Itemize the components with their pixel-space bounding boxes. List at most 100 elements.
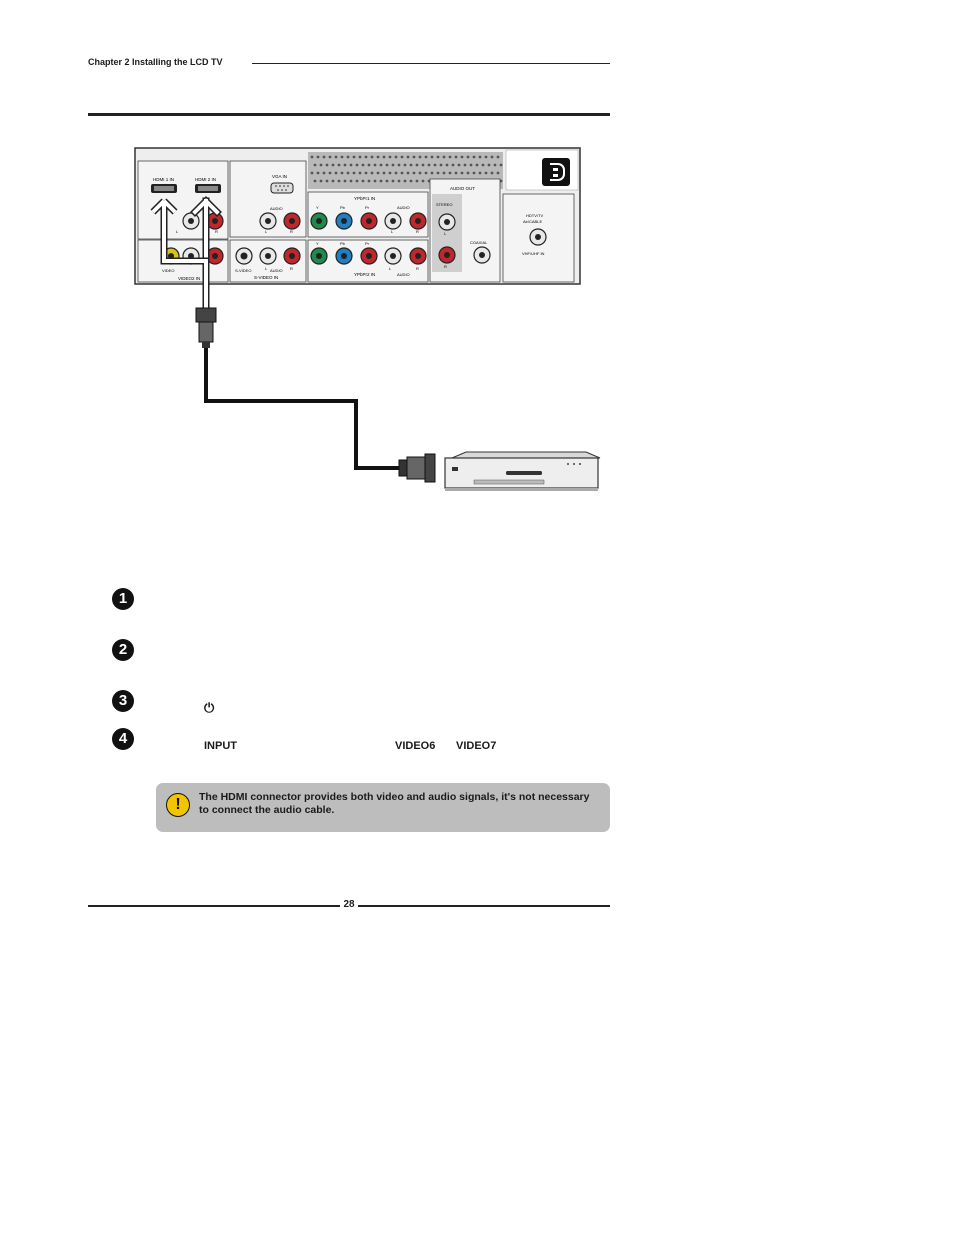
vent-dot — [472, 155, 476, 159]
note-text: The HDMI connector provides both video a… — [199, 791, 590, 816]
vent-dot — [358, 171, 362, 175]
r-label-e: R — [290, 266, 293, 271]
vent-dot — [388, 155, 392, 159]
vent-dot — [340, 171, 344, 175]
vent-dot — [322, 171, 326, 175]
vent-dot — [331, 179, 335, 183]
r-label-b: R — [290, 229, 293, 234]
vent-dot — [466, 171, 470, 175]
vent-dot — [322, 155, 326, 159]
cable-line — [204, 348, 399, 470]
vent-dot — [358, 155, 362, 159]
jack-hdmi-audio-l — [182, 212, 200, 230]
y-label-1: Y — [316, 205, 319, 210]
l-label-b: L — [265, 229, 268, 234]
vent-dot — [349, 179, 353, 183]
hdmi-plug-device-icon — [398, 453, 436, 483]
vent-dot — [418, 171, 422, 175]
vent-dot — [316, 155, 320, 159]
vent-dot — [325, 163, 329, 167]
vent-dot — [355, 163, 359, 167]
vent-dot — [430, 171, 434, 175]
vent-dot — [409, 163, 413, 167]
vent-dot — [475, 163, 479, 167]
vent-dot — [313, 163, 317, 167]
page-number: 28 — [343, 899, 355, 910]
vent-dot — [364, 155, 368, 159]
vent-dot — [400, 171, 404, 175]
hdmi1-label: HDMI 1 IN — [153, 177, 174, 182]
vent-dot — [337, 163, 341, 167]
vent-dot — [496, 155, 500, 159]
vent-dot — [484, 155, 488, 159]
audio-out-label: AUDIO OUT — [450, 186, 475, 191]
section-rule — [88, 113, 610, 116]
vent-dot — [397, 179, 401, 183]
vent-dot — [430, 155, 434, 159]
vent-dot — [403, 179, 407, 183]
power-icon: ⏻ — [204, 700, 215, 715]
hdmi-cable — [150, 196, 222, 310]
vent-dot — [463, 163, 467, 167]
vent-dot — [403, 163, 407, 167]
vent-dot — [490, 171, 494, 175]
vent-dot — [349, 163, 353, 167]
vent-dot — [382, 155, 386, 159]
vent-dot — [370, 155, 374, 159]
header-rule — [252, 63, 610, 64]
vent-dot — [316, 171, 320, 175]
step-3-badge: 3 — [112, 690, 134, 712]
vent-dot — [478, 155, 482, 159]
vent-dot — [436, 155, 440, 159]
vent-dot — [472, 171, 476, 175]
vhf-uhf-label: VHF/UHF IN — [522, 251, 545, 256]
vent-dot — [340, 155, 344, 159]
vent-dot — [427, 163, 431, 167]
power-socket-icon — [542, 158, 570, 186]
vent-dot — [331, 163, 335, 167]
vent-dot — [469, 163, 473, 167]
vent-dot — [367, 179, 371, 183]
vent-dot — [328, 155, 332, 159]
vent-dot — [412, 155, 416, 159]
vent-dot — [379, 179, 383, 183]
vent-dot — [370, 171, 374, 175]
vent-dot — [400, 155, 404, 159]
vent-dot — [460, 171, 464, 175]
vent-dot — [439, 163, 443, 167]
vent-dot — [310, 171, 314, 175]
vent-dot — [373, 163, 377, 167]
vga-in-label: VGA IN — [272, 174, 287, 179]
vent-dot — [412, 171, 416, 175]
l-label-f: L — [389, 266, 392, 271]
vent-dot — [424, 155, 428, 159]
vent-dot — [406, 155, 410, 159]
vent-dot — [442, 171, 446, 175]
vent-dot — [376, 171, 380, 175]
stereo-label: STEREO — [436, 202, 452, 207]
r-label-a: R — [215, 229, 218, 234]
hdmi-plug-icon — [195, 307, 217, 348]
vent-dot — [448, 171, 452, 175]
vent-dot — [436, 171, 440, 175]
vent-dot — [346, 155, 350, 159]
l-label-d: L — [444, 231, 447, 236]
step-4-badge: 4 — [112, 728, 134, 750]
vent-dot — [310, 155, 314, 159]
vent-dot — [355, 179, 359, 183]
vent-dot — [406, 171, 410, 175]
vent-dot — [490, 155, 494, 159]
vent-dot — [499, 163, 503, 167]
vent-dot — [496, 171, 500, 175]
note-box — [156, 783, 610, 832]
video2-in-label: VIDEO2 IN — [178, 276, 200, 281]
audio-label-3: AUDIO — [397, 272, 410, 277]
vent-dot — [337, 179, 341, 183]
vent-dot — [367, 163, 371, 167]
vent-dot — [391, 179, 395, 183]
vent-dot — [346, 171, 350, 175]
vent-dot — [451, 163, 455, 167]
pb-label-2: Pb — [340, 241, 346, 246]
vent-dot — [334, 171, 338, 175]
vga-audio-label: AUDIO — [270, 206, 283, 211]
